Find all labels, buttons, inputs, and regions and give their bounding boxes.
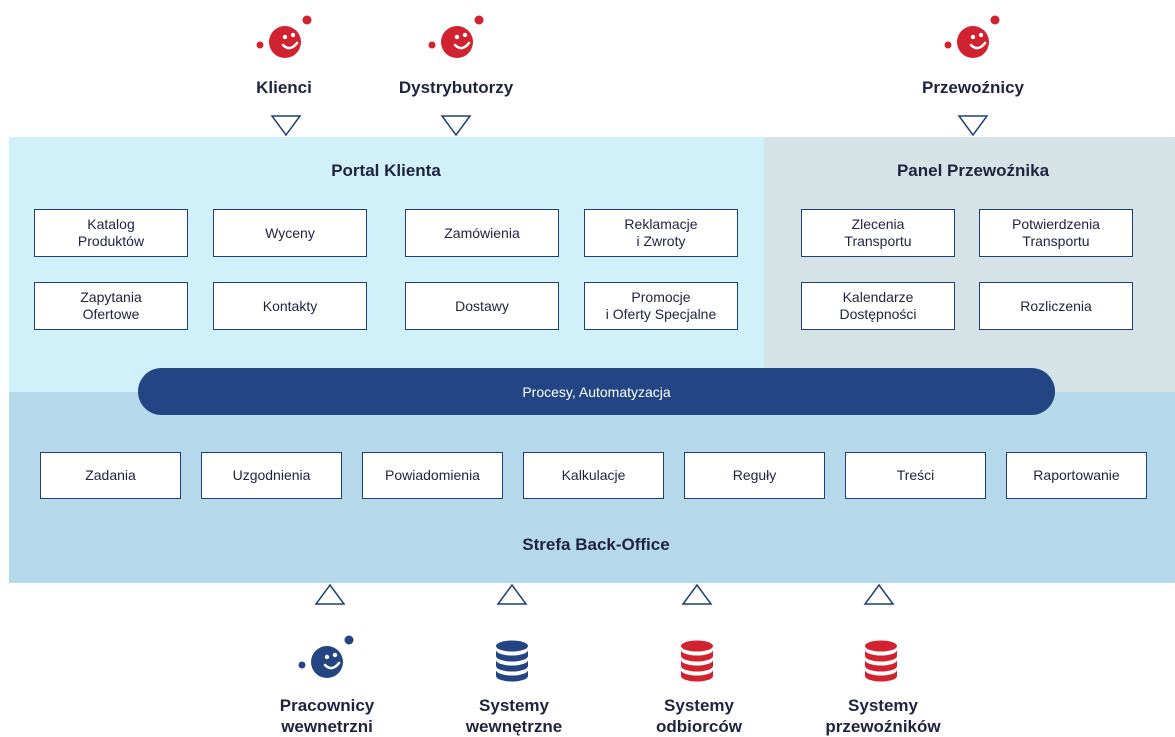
portal-box-orders: Zamówienia [405, 209, 559, 257]
actor-label-distributors: Dystrybutorzy [398, 78, 514, 97]
backoffice-box-agreements: Uzgodnienia [201, 452, 342, 499]
portal-box-quotes: Wyceny [213, 209, 367, 257]
portal-title: Portal Klienta [331, 161, 441, 180]
bottom-label-internal-systems: Systemy wewnętrzne [465, 696, 563, 736]
backoffice-box-calculations: Kalkulacje [523, 452, 664, 499]
portal-box-contacts: Kontakty [213, 282, 367, 330]
backoffice-box-contents: Treści [845, 452, 986, 499]
arrow-up-icon [681, 583, 713, 605]
portal-box-complaints: Reklamacje i Zwroty [584, 209, 738, 257]
carrier-panel-zone [764, 137, 1175, 392]
portal-box-promotions: Promocje i Oferty Specjalne [584, 282, 738, 330]
panel-box-settlements: Rozliczenia [979, 282, 1133, 330]
backoffice-box-reporting: Raportowanie [1006, 452, 1147, 499]
portal-zone [9, 137, 764, 392]
backoffice-title: Strefa Back-Office [522, 535, 670, 554]
backoffice-box-rules: Reguły [684, 452, 825, 499]
database-icon [865, 640, 897, 682]
portal-box-catalog: Katalog Produktów [34, 209, 188, 257]
arrow-up-icon [863, 583, 895, 605]
person-icon [298, 635, 354, 678]
arrow-down-icon [270, 115, 302, 137]
arrow-down-icon [957, 115, 989, 137]
portal-box-deliveries: Dostawy [405, 282, 559, 330]
backoffice-box-tasks: Zadania [40, 452, 181, 499]
panel-box-transport-confirmations: Potwierdzenia Transportu [979, 209, 1133, 257]
database-icon [496, 640, 528, 682]
database-icon [681, 640, 713, 682]
bottom-label-internal-staff: Pracownicy wewnetrzni [279, 696, 375, 736]
person-icon [944, 15, 1000, 58]
panel-box-transport-orders: Zlecenia Transportu [801, 209, 955, 257]
panel-box-availability-calendars: Kalendarze Dostępności [801, 282, 955, 330]
person-icon [428, 15, 484, 58]
actor-label-carriers: Przewoźnicy [921, 78, 1025, 97]
backoffice-box-notifications: Powiadomienia [362, 452, 503, 499]
process-automation-bar: Procesy, Automatyzacja [138, 368, 1055, 415]
person-icon [256, 15, 312, 58]
arrow-up-icon [314, 583, 346, 605]
bottom-label-recipient-systems: Systemy odbiorców [656, 696, 742, 736]
panel-title: Panel Przewoźnika [896, 161, 1050, 180]
arrow-down-icon [440, 115, 472, 137]
portal-box-inquiries: Zapytania Ofertowe [34, 282, 188, 330]
bottom-label-carrier-systems: Systemy przewoźników [825, 696, 941, 736]
actor-label-clients: Klienci [256, 78, 312, 97]
arrow-up-icon [496, 583, 528, 605]
